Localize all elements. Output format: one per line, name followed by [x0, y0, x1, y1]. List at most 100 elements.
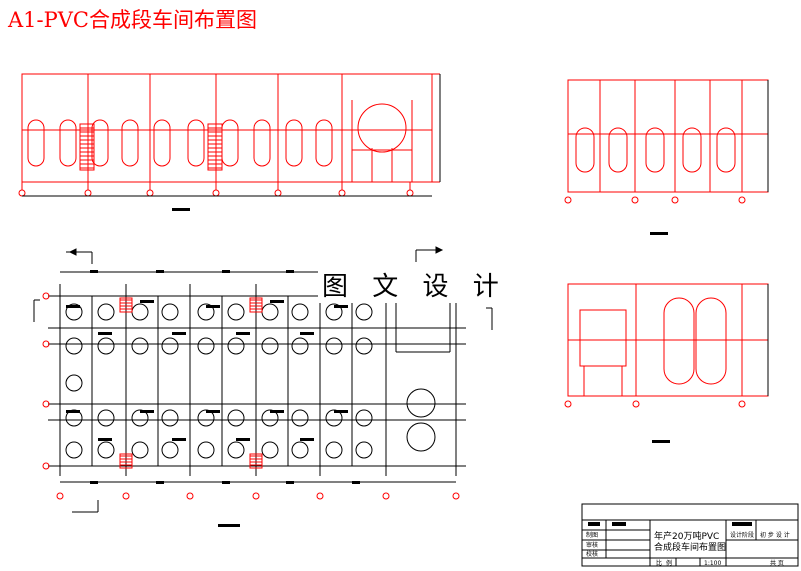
vessel-plan-circle	[291, 303, 309, 321]
grid-bubble-icon	[738, 400, 746, 408]
vessel-plan-circle	[197, 303, 215, 321]
vessel-plan-circle	[161, 303, 179, 321]
vessel-plan-circle	[261, 337, 279, 355]
grid-bubble-icon	[631, 196, 639, 204]
grid-bubble-icon	[564, 196, 572, 204]
grid-bubble-icon	[671, 196, 679, 204]
staircase-icon	[119, 297, 133, 313]
project-name-line2: 合成段车间布置图	[654, 543, 727, 553]
drawing-title: A1-PVC合成段车间布置图	[8, 8, 257, 32]
grid-bubble-icon	[452, 492, 460, 500]
equipment-tag	[172, 332, 186, 335]
equipment-tag	[270, 300, 284, 303]
equipment-tag	[334, 410, 348, 413]
section-arrow-icon	[33, 299, 493, 330]
vessel-shape	[645, 127, 665, 173]
vessel-plan-circle	[97, 441, 115, 459]
vessel-shape	[121, 119, 139, 167]
vessel-plan-circle	[131, 337, 149, 355]
vessel-plan-circle	[227, 337, 245, 355]
grid-axis-bubbles	[564, 196, 746, 204]
vessel-shape	[682, 127, 702, 173]
grid-axis-bubbles	[564, 400, 746, 408]
grid-bubble-icon	[406, 189, 414, 197]
vessel-shape	[187, 119, 205, 167]
vessel-plan-circle	[65, 441, 83, 459]
grid-bubble-icon	[42, 340, 50, 348]
view-label-marker	[650, 232, 668, 235]
scale-label: 比	[656, 560, 663, 567]
grid-bubble-icon	[122, 492, 130, 500]
grid-bubble-icon	[146, 189, 154, 197]
view-label-marker	[172, 208, 190, 211]
scale-value: 1:100	[704, 560, 722, 567]
vessel-shape	[253, 119, 271, 167]
vessel-plan-circle	[355, 441, 373, 459]
design-stage-value: 初 步 设 计	[760, 532, 790, 539]
vessel-plan-circle	[355, 337, 373, 355]
row-label-review: 审核	[586, 542, 599, 549]
grid-bubble-icon	[56, 492, 64, 500]
title-block	[581, 503, 799, 567]
equipment-tag	[172, 438, 186, 441]
grid-bubble-icon	[738, 196, 746, 204]
equipment-tag	[300, 332, 314, 335]
elevation-view-main	[18, 73, 441, 197]
grid-bubble-icon	[252, 492, 260, 500]
grid-bubble-icon	[564, 400, 572, 408]
equipment-tag	[236, 438, 250, 441]
vessel-plan-circle	[131, 303, 149, 321]
grid-bubble-icon	[42, 462, 50, 470]
grid-bubble-icon	[18, 189, 26, 197]
vessel-plan-circle	[97, 303, 115, 321]
grid-bubble-icon	[338, 189, 346, 197]
vessel-shape	[27, 119, 45, 167]
staircase-icon	[207, 123, 223, 171]
vessel-shape	[221, 119, 239, 167]
elevation-vessels	[27, 119, 333, 167]
vessel-plan-circle	[227, 303, 245, 321]
grid-bubble-icon	[212, 189, 220, 197]
equipment-tag	[98, 438, 112, 441]
project-name-line1: 年产20万吨PVC	[654, 532, 720, 542]
sheet-count: 共 页	[770, 560, 784, 567]
vessel-plan-circle	[131, 441, 149, 459]
equipment-tag	[300, 438, 314, 441]
vessel-plan-circle	[65, 303, 83, 321]
staircase-icon	[249, 453, 263, 469]
staircase-icon	[79, 123, 95, 171]
grid-bubble-icon	[42, 400, 50, 408]
grid-axis-bubbles	[42, 292, 460, 500]
equipment-tag	[66, 410, 80, 413]
vessel-plan-circle	[355, 409, 373, 427]
staircase-icon	[119, 453, 133, 469]
vessel-plan-circle	[227, 409, 245, 427]
grid-bubble-icon	[382, 492, 390, 500]
vessel-plan-circle	[197, 337, 215, 355]
equipment-tag	[66, 305, 80, 308]
grid-bubble-icon	[186, 492, 194, 500]
equipment-tag	[206, 410, 220, 413]
vessel-plan-circle	[355, 303, 373, 321]
vessel-shape	[716, 127, 736, 173]
equipment-tag	[334, 305, 348, 308]
vessel-shape	[315, 119, 333, 167]
vessel-plan-circle	[291, 409, 309, 427]
plan-view	[22, 195, 493, 513]
design-stage-label: 设计阶段	[730, 532, 755, 539]
vessel-plan-circle	[227, 441, 245, 459]
elevation-view-right-top	[564, 79, 769, 204]
section-arrow-icon	[72, 500, 99, 513]
vessel-plan-circle	[65, 374, 83, 392]
row-label-drawn: 制图	[586, 532, 599, 539]
vessel-plan-circle	[65, 337, 83, 355]
vessel-plan-circle	[325, 303, 343, 321]
vessel-plan-circle	[291, 337, 309, 355]
grid-bubble-icon	[316, 492, 324, 500]
elevation-view-right-bottom	[564, 283, 769, 408]
equipment-tag	[140, 300, 154, 303]
section-arrow-icon	[66, 248, 93, 264]
grid-bubble-icon	[632, 400, 640, 408]
view-label-marker	[218, 524, 240, 527]
